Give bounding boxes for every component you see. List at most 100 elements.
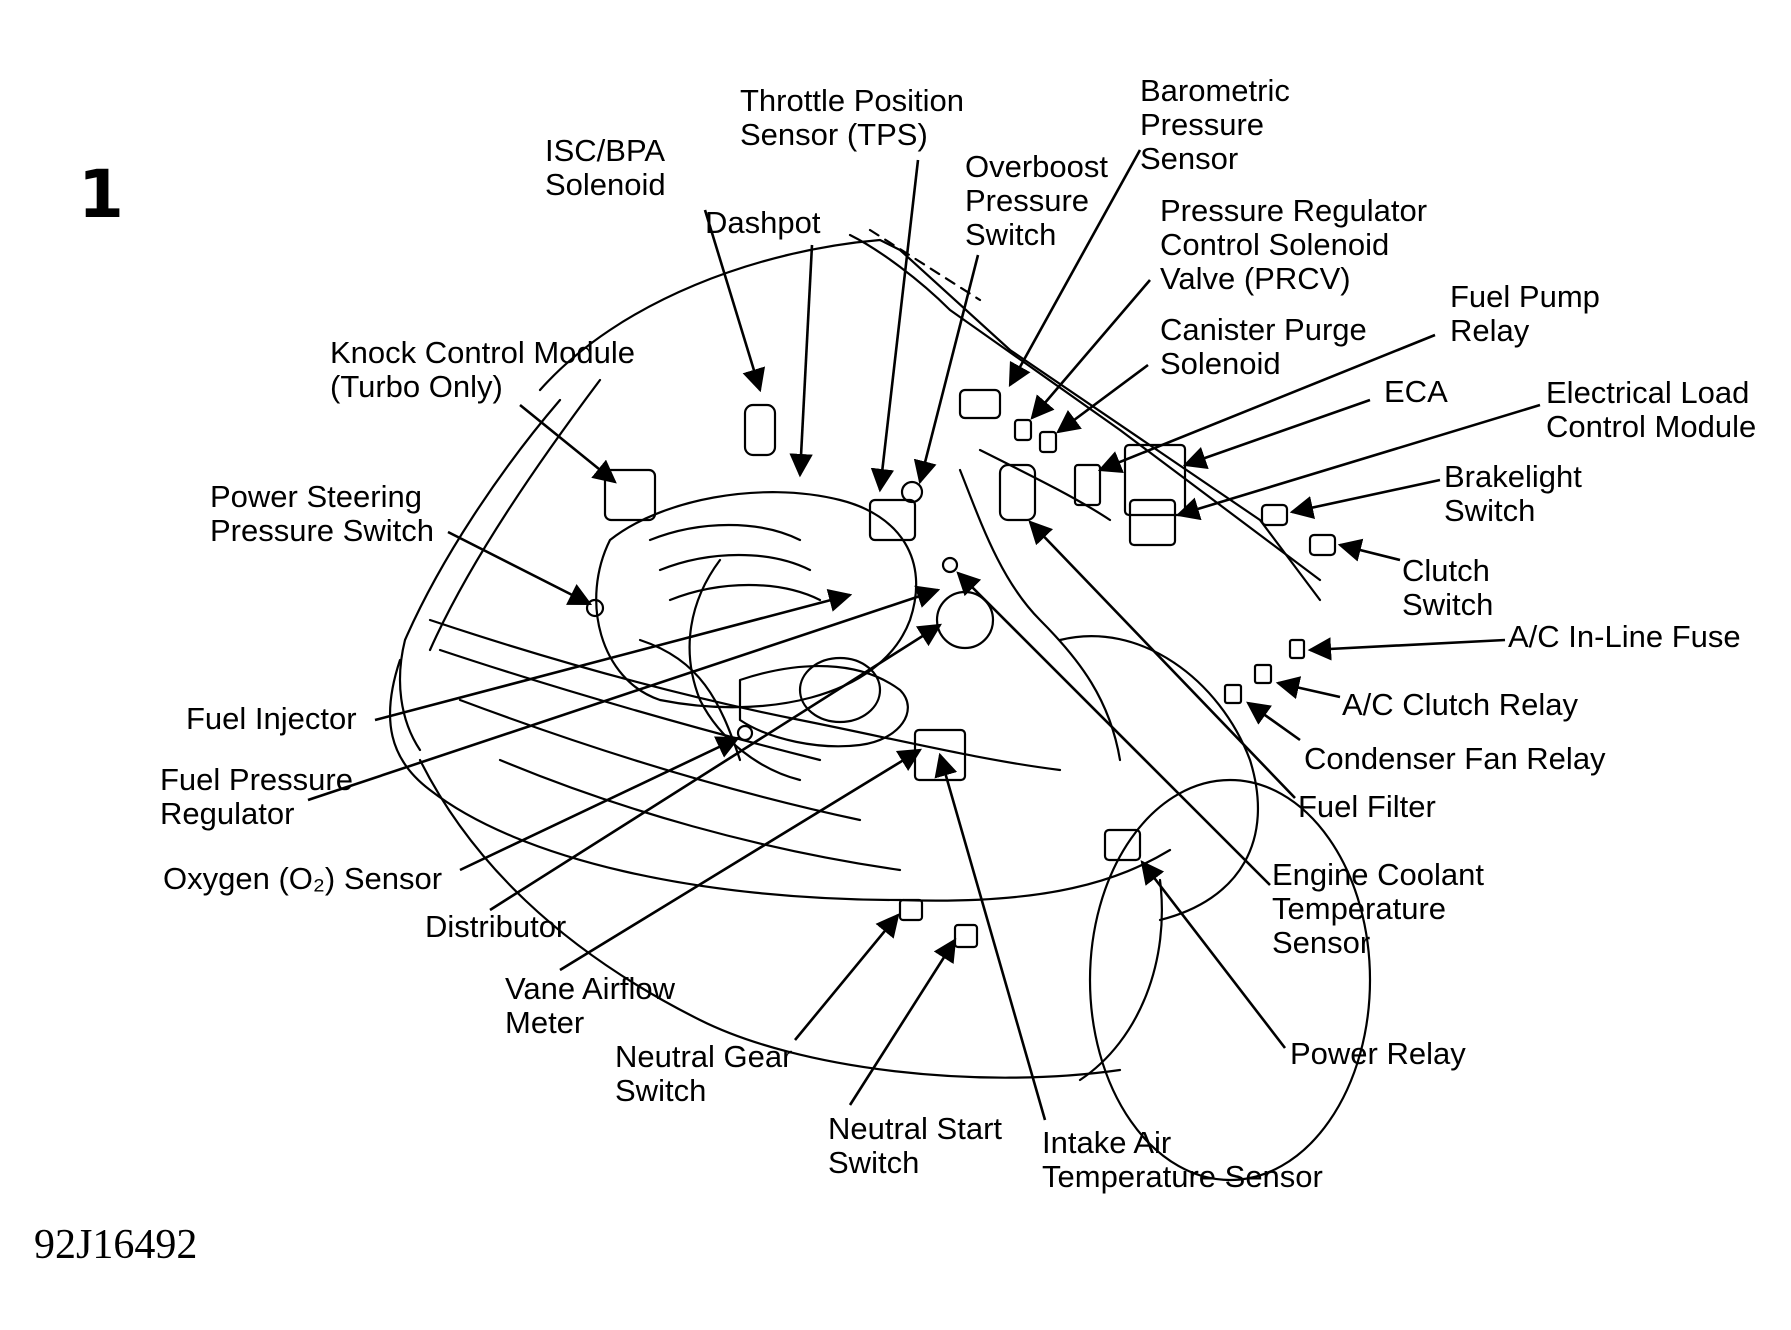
overboost-shape — [900, 480, 924, 504]
valve-cover — [595, 491, 918, 709]
condenser-relay-shape — [1223, 683, 1243, 705]
label-ac-in-line-fuse: A/C In-Line Fuse — [1508, 619, 1741, 654]
label-condenser-fan-relay: Condenser Fan Relay — [1304, 741, 1606, 776]
leader-barometric — [1008, 149, 1142, 388]
ect-shape — [941, 556, 959, 574]
fender-inner-left — [428, 378, 602, 652]
label-engine-coolant-temperature-sensor: Engine Coolant Temperature Sensor — [1272, 857, 1484, 960]
label-fuel-filter: Fuel Filter — [1298, 789, 1436, 824]
hood-outline — [538, 238, 1322, 602]
leader-ect — [956, 571, 1271, 886]
fuel-pump-relay-shape — [1073, 463, 1102, 507]
leader-iat — [934, 752, 1047, 1121]
brakelight-shape — [1260, 503, 1289, 527]
label-ac-clutch-relay: A/C Clutch Relay — [1342, 687, 1579, 722]
leader-fuel-injector — [374, 589, 853, 722]
leader-fuel-pressure-regulator — [307, 585, 941, 802]
label-fuel-pump-relay: Fuel Pump Relay — [1450, 279, 1600, 348]
leader-neutral-start — [848, 938, 957, 1106]
label-electrical-load-control-module: Electrical Load Control Module — [1546, 375, 1757, 444]
leader-eca — [1182, 398, 1371, 470]
fuse-shape — [1288, 638, 1306, 660]
leader-tps — [870, 159, 920, 493]
neutral-gear-shape — [898, 898, 924, 922]
ps-switch-shape — [585, 598, 605, 618]
grille-top — [428, 618, 1062, 772]
windshield-base — [868, 228, 982, 302]
leader-power-relay — [1140, 860, 1287, 1049]
label-pressure-regulator-control-solenoid-valve: Pressure Regulator Control Solenoid Valv… — [1160, 193, 1428, 296]
label-barometric-pressure-sensor: Barometric Pressure Sensor — [1140, 73, 1290, 176]
leader-elcm — [1175, 403, 1541, 521]
leader-ac-clutch-relay — [1275, 676, 1341, 700]
label-fuel-pressure-regulator: Fuel Pressure Regulator — [160, 762, 353, 831]
bumper — [388, 658, 1172, 902]
canister-shape — [1038, 430, 1058, 454]
knock-module-shape — [603, 468, 657, 522]
baro-shape — [958, 388, 1002, 420]
tps-shape — [868, 498, 917, 542]
label-power-relay: Power Relay — [1290, 1036, 1466, 1071]
label-distributor: Distributor — [425, 909, 567, 944]
grille-line-1 — [438, 648, 822, 762]
label-oxygen-sensor: Oxygen (O₂) Sensor — [163, 861, 443, 896]
label-knock-control-module: Knock Control Module (Turbo Only) — [330, 335, 635, 404]
label-throttle-position-sensor: Throttle Position Sensor (TPS) — [740, 83, 964, 152]
label-canister-purge-solenoid: Canister Purge Solenoid — [1160, 312, 1367, 381]
leader-vaf — [559, 748, 922, 972]
fuel-filter-shape — [998, 463, 1037, 522]
label-power-steering-pressure-switch: Power Steering Pressure Switch — [210, 479, 434, 548]
ac-relay-shape — [1253, 663, 1273, 685]
leader-ac-fuse — [1307, 637, 1506, 661]
label-eca: ECA — [1384, 374, 1448, 409]
label-clutch-switch: Clutch Switch — [1402, 553, 1494, 622]
leader-o2 — [459, 736, 741, 872]
leader-dashpot — [789, 244, 814, 478]
label-overboost-pressure-switch: Overboost Pressure Switch — [965, 149, 1109, 252]
label-neutral-start-switch: Neutral Start Switch — [828, 1111, 1003, 1180]
label-fuel-injector: Fuel Injector — [186, 701, 357, 736]
isc-shape — [743, 403, 777, 457]
leader-brakelight — [1289, 478, 1441, 519]
cowl-line — [848, 233, 1322, 582]
leader-condenser-fan-relay — [1246, 701, 1301, 742]
intake-tube — [738, 664, 909, 748]
clutch-shape — [1308, 533, 1337, 557]
leader-fuel-filter — [1028, 520, 1296, 799]
leader-fuel-pump-relay — [1097, 333, 1436, 473]
wheel-arch — [1078, 878, 1163, 1082]
label-neutral-gear-switch: Neutral Gear Switch — [615, 1039, 793, 1108]
intake-runners — [648, 523, 822, 602]
grille-line-2 — [458, 698, 862, 822]
leader-distributor — [489, 623, 942, 912]
prcv-shape — [1013, 418, 1033, 442]
grille-line-3 — [498, 758, 902, 872]
figure-number: 1 — [78, 156, 124, 233]
leader-clutch — [1337, 538, 1401, 562]
power-relay-shape — [1103, 828, 1142, 862]
leader-neutral-gear — [793, 913, 900, 1041]
elcm-shape — [1128, 498, 1177, 547]
label-vane-airflow-meter: Vane Airflow Meter — [505, 971, 676, 1040]
leader-prcv — [1030, 279, 1151, 420]
wiring-harness — [958, 448, 1122, 762]
label-intake-air-temperature-sensor: Intake Air Temperature Sensor — [1042, 1125, 1323, 1194]
bumper-lower — [418, 758, 1122, 1079]
leader-overboost — [913, 254, 980, 485]
o2-sensor-shape — [736, 724, 754, 742]
neutral-start-shape — [953, 923, 979, 949]
leader-ps-switch — [447, 530, 593, 606]
tire — [1088, 778, 1372, 1182]
leader-isc-bpa-solenoid — [703, 209, 766, 393]
label-isc-bpa-solenoid: ISC/BPA Solenoid — [545, 133, 666, 202]
leader-knock — [519, 403, 617, 484]
label-brakelight-switch: Brakelight Switch — [1444, 459, 1582, 528]
figure-code: 92J16492 — [34, 1222, 198, 1268]
leader-canister — [1056, 363, 1149, 434]
strut-tower — [1058, 635, 1259, 922]
label-dashpot: Dashpot — [705, 205, 821, 240]
eca-shape — [1123, 443, 1187, 517]
fender-left — [398, 398, 562, 752]
